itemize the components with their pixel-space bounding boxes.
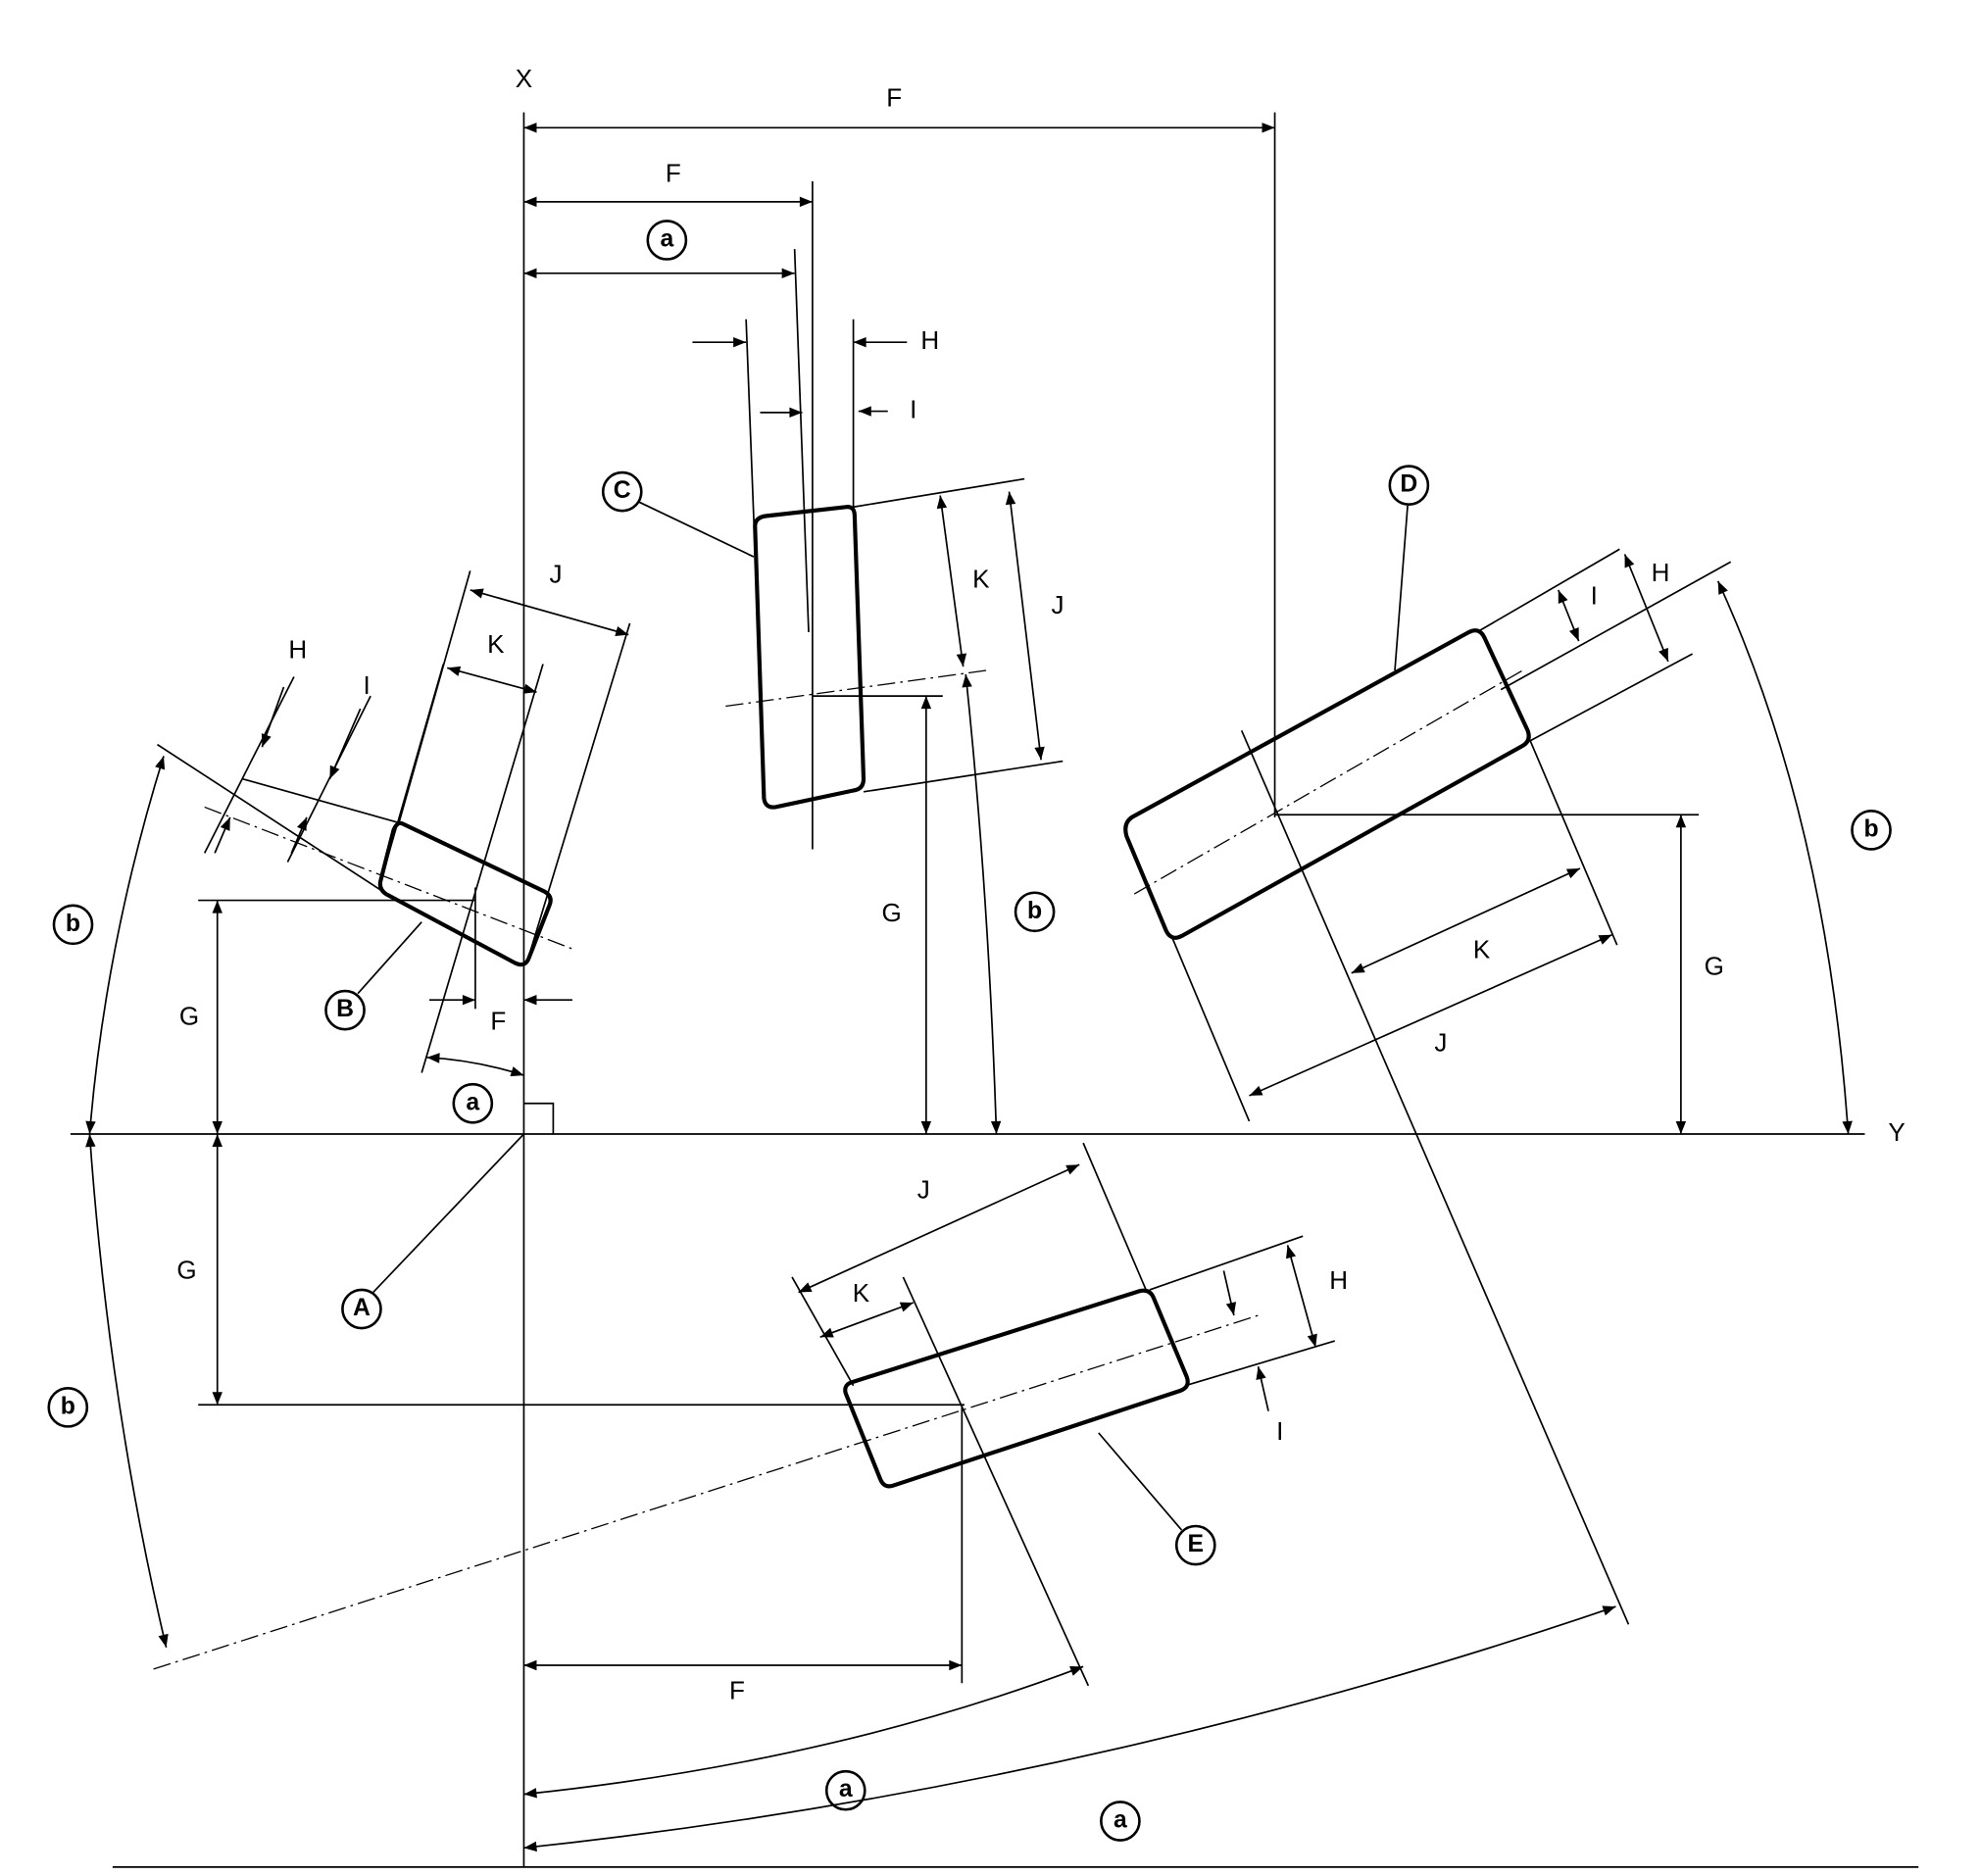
dim-k-c <box>936 495 967 667</box>
part-b: J K H I G F a B b <box>52 559 631 1135</box>
dim-b-c <box>962 673 1002 1135</box>
label-g: G <box>1705 951 1724 980</box>
dim-j-b <box>470 588 629 637</box>
label-b: b <box>61 1393 75 1419</box>
label-k: K <box>487 629 505 659</box>
label-a: a <box>466 1089 479 1115</box>
label-i: I <box>1591 581 1598 611</box>
dim-b-e <box>85 1133 169 1648</box>
x-axis-label: X <box>516 64 532 93</box>
label-a: a <box>660 225 673 252</box>
point-a-label: A <box>353 1295 371 1321</box>
dim-b-d <box>1716 580 1853 1135</box>
rect-c <box>753 505 866 810</box>
label-j: J <box>917 1175 930 1205</box>
rect-b <box>377 820 553 967</box>
label-a: a <box>1114 1807 1127 1834</box>
label-k: K <box>853 1278 870 1308</box>
dim-j-c <box>1005 491 1045 761</box>
dim-a-b <box>426 1053 524 1077</box>
label-f: F <box>729 1675 745 1704</box>
axes: X Y <box>70 64 1919 1868</box>
dim-k-d <box>1351 867 1581 974</box>
label-f: F <box>886 83 902 113</box>
part-e: J K H I E G F a a b <box>47 1133 1616 1852</box>
y-axis-label: Y <box>1888 1117 1905 1147</box>
point-a: A <box>341 1133 525 1330</box>
label-f: F <box>666 158 681 187</box>
label-i: I <box>910 394 916 423</box>
label-b: b <box>66 911 80 937</box>
label-k: K <box>972 565 990 594</box>
top-dimensions: F F a <box>523 83 1276 850</box>
dim-a-d <box>523 1605 1616 1852</box>
dim-j-d <box>1249 933 1612 1097</box>
label-g: G <box>179 1001 199 1030</box>
rect-e <box>843 1288 1190 1489</box>
rect-d <box>1123 628 1531 940</box>
label-h: H <box>288 634 307 664</box>
label-g: G <box>176 1256 196 1285</box>
dim-a-e <box>523 1665 1084 1799</box>
label-h: H <box>1652 558 1670 587</box>
point-c-label: C <box>614 477 631 504</box>
label-b: b <box>1863 815 1878 842</box>
label-f: F <box>490 1007 506 1036</box>
point-d-label: D <box>1400 471 1417 498</box>
label-g: G <box>882 898 902 927</box>
dim-k-b <box>447 666 537 694</box>
dim-k-e <box>819 1302 915 1338</box>
label-j: J <box>1052 590 1064 619</box>
label-a: a <box>839 1776 853 1802</box>
dim-h-e <box>1286 1245 1317 1348</box>
dim-j-e <box>798 1163 1080 1294</box>
point-e-label: E <box>1188 1531 1205 1557</box>
point-b-label: B <box>336 996 354 1022</box>
label-i: I <box>1276 1416 1283 1446</box>
label-j: J <box>549 559 562 588</box>
label-b: b <box>1027 898 1042 924</box>
label-h: H <box>1329 1265 1348 1295</box>
right-angle-mark <box>523 1102 555 1134</box>
label-j: J <box>1434 1028 1447 1058</box>
label-h: H <box>920 325 939 355</box>
dim-i-d <box>1558 589 1580 642</box>
label-i: I <box>364 670 371 700</box>
part-d: D I H K J G b <box>1123 465 1892 1625</box>
label-k: K <box>1473 935 1491 964</box>
part-c: H I C K J G b <box>601 319 1064 1135</box>
dim-b-b <box>85 756 166 1135</box>
dim-h-d <box>1623 554 1669 663</box>
